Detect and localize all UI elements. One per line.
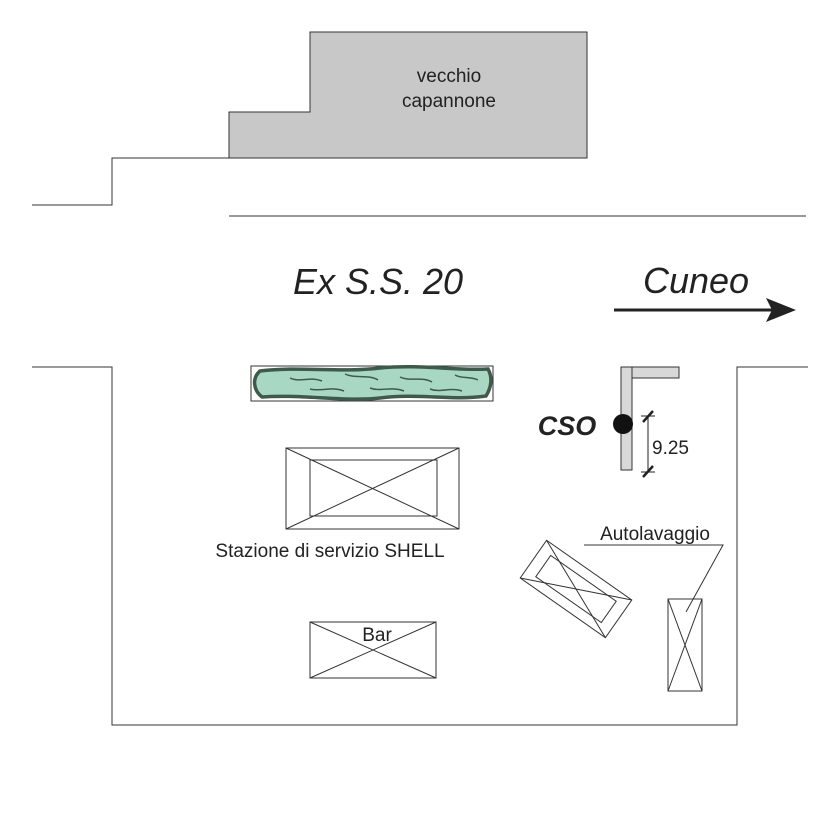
direction-arrow-icon — [614, 298, 796, 322]
station-label: Stazione di servizio SHELL — [215, 541, 444, 562]
direction-label: Cuneo — [643, 260, 749, 301]
car-wash-unit-vertical — [667, 598, 703, 692]
service-station-canopy — [285, 447, 460, 530]
bar-label: Bar — [362, 625, 392, 646]
road-edge-north — [32, 157, 229, 206]
car-wash-unit-rotated — [519, 539, 633, 639]
old-shed-label-line1: vecchio — [417, 66, 481, 87]
car-wash-label: Autolavaggio — [600, 524, 710, 545]
dimension-marker — [641, 410, 655, 478]
cso-marker — [613, 414, 633, 434]
distance-label: 9.25 — [652, 438, 689, 459]
hedge-shrubs — [252, 365, 493, 401]
site-boundary — [32, 366, 808, 726]
car-wash-leader-line — [584, 544, 724, 613]
old-shed-label-line2: capannone — [402, 91, 496, 112]
hedge-texture — [289, 373, 479, 392]
road-name: Ex S.S. 20 — [293, 261, 463, 302]
bar-building — [309, 621, 437, 679]
cso-label: CSO — [538, 411, 597, 441]
